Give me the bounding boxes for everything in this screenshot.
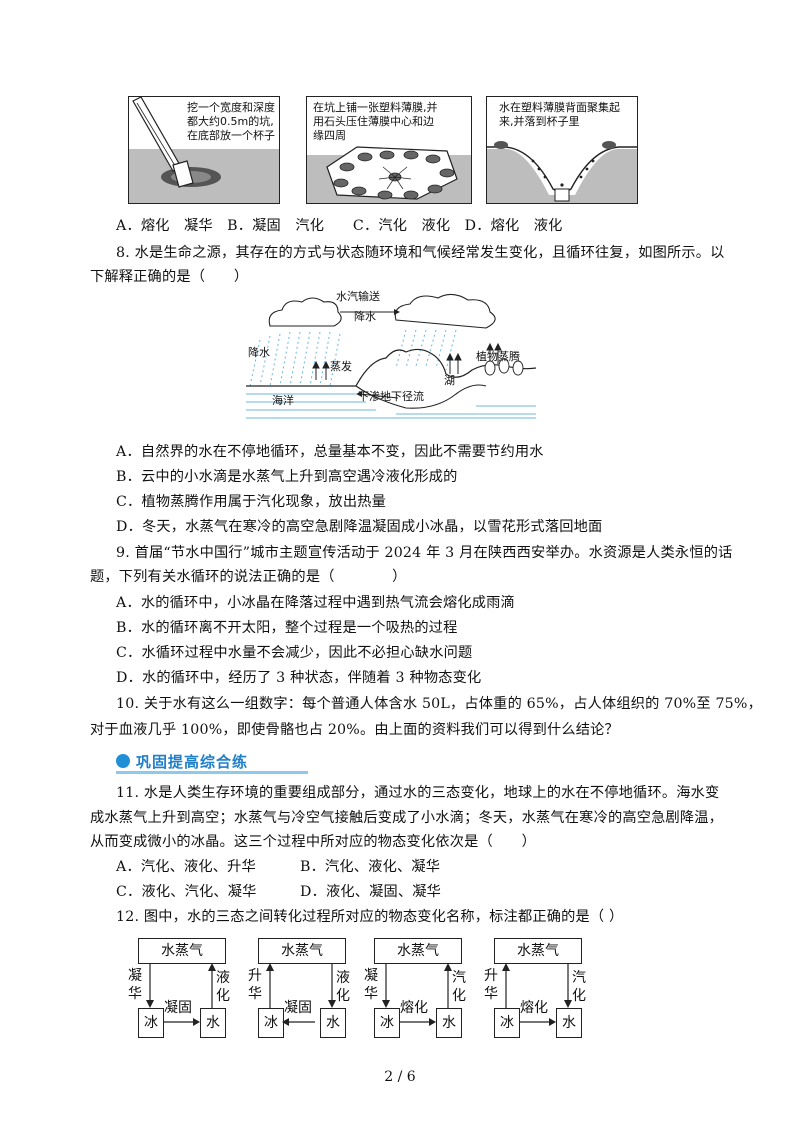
label-precipitation-left: 降水 — [248, 346, 270, 359]
label-evaporation: 蒸发 — [330, 360, 352, 373]
q11-option-a: A．汽化、液化、升华 — [116, 859, 256, 875]
left-label-top: 凝 — [364, 968, 378, 984]
fig7-panel3-line2: 来,并落到杯子里 — [499, 115, 580, 128]
q10-line2: 对于血液几乎 100%，即使骨骼也占 20%。由上面的资料我们可以得到什么结论？ — [90, 722, 619, 738]
label-lake: 湖 — [444, 374, 455, 387]
diagram-a-arrows — [146, 963, 216, 1026]
diagram-d-arrows — [502, 963, 572, 1026]
vapor-box: 水蒸气 — [258, 938, 346, 964]
fig7-panel2-line1: 在坑上铺一张塑料薄膜,并 — [313, 101, 438, 114]
section-underline — [116, 771, 308, 774]
q8-option-a: A．自然界的水在不停地循环，总量基本不变，因此不需要节约用水 — [116, 444, 544, 460]
right-label-bottom: 化 — [216, 988, 230, 1004]
q8-stem-line2: 下解释正确的是（ ） — [90, 269, 249, 285]
q11-option-c: C．液化、汽化、凝华 — [116, 884, 257, 900]
q8-stem-line1: 8. 水是生命之源，其存在的方式与状态随环境和气候经常发生变化，且循环往复，如图… — [116, 245, 725, 261]
q7-options: A．熔化 凝华 B．凝固 汽化 C．汽化 液化 D．熔化 液化 — [116, 218, 563, 234]
page-number: 2 / 6 — [384, 1069, 416, 1085]
q12-stem: 12. 图中，水的三态之间转化过程所对应的物态变化名称，标注都正确的是（ ） — [116, 909, 624, 925]
section-title: 巩固提高综合练 — [136, 752, 249, 771]
fig7-panel-cover: 在坑上铺一张塑料薄膜,并 用石头压住薄膜中心和边 缘四周 — [306, 96, 472, 204]
right-label-top: 汽 — [572, 970, 586, 986]
water-cycle-drawing — [246, 293, 536, 419]
vapor-box: 水蒸气 — [374, 938, 462, 964]
fig7-panel-dig: 挖一个宽度和深度 都大约0.5m的坑, 在底部放一个杯子 — [128, 96, 280, 204]
ice-box: 冰 — [138, 1008, 164, 1038]
vapor-box: 水蒸气 — [138, 938, 226, 964]
right-label-top: 液 — [336, 970, 350, 986]
right-label-bottom: 化 — [336, 988, 350, 1004]
section-heading: 巩固提高综合练 — [116, 748, 248, 774]
label-precipitation-top: 降水 — [354, 310, 376, 323]
fig7-panel2-line2: 用石头压住薄膜中心和边 — [313, 115, 434, 128]
q9-option-b: B．水的循环离不开太阳，整个过程是一个吸热的过程 — [116, 620, 458, 636]
right-label-bottom: 化 — [572, 988, 586, 1004]
fig7-panel1-line3: 在底部放一个杯子 — [187, 129, 275, 142]
right-label-top: 液 — [216, 970, 230, 986]
q10-line1: 10. 关于水有这么一组数字：每个普通人体含水 50L，占体重的 65%，占人体… — [116, 696, 762, 712]
q11-line3: 从而变成微小的冰晶。这三个过程中所对应的物态变化依次是（ ） — [90, 834, 537, 850]
q12-diagram-a: 水蒸气 冰 水 凝 华 液 化 凝固 — [128, 938, 266, 1048]
dig-illustration — [129, 97, 279, 203]
diagram-c-arrows — [382, 963, 452, 1026]
ice-box: 冰 — [258, 1008, 284, 1038]
fig7-panel2-line3: 缘四周 — [313, 129, 346, 142]
label-ocean: 海洋 — [272, 394, 294, 407]
bottom-label: 熔化 — [400, 1000, 428, 1016]
q12-diagram-d: 水蒸气 冰 水 升 华 汽 化 熔化 — [484, 938, 622, 1048]
left-label-top: 凝 — [128, 968, 142, 984]
fig7-panel1-line2: 都大约0.5m的坑, — [187, 115, 274, 128]
q12-diagram-b: 水蒸气 冰 水 升 华 液 化 凝固 — [248, 938, 386, 1048]
section-bullet-icon — [116, 754, 130, 768]
left-label-bottom: 华 — [364, 986, 378, 1002]
q12-diagram-c: 水蒸气 冰 水 凝 华 汽 化 熔化 — [364, 938, 502, 1048]
diagram-b-arrows — [266, 963, 336, 1026]
left-label-bottom: 华 — [248, 986, 262, 1002]
left-label-top: 升 — [484, 968, 498, 984]
q9-stem-line2: 题，下列有关水循环的说法正确的是（ ） — [90, 569, 407, 585]
q8-option-c: C．植物蒸腾作用属于汽化现象，放出热量 — [116, 494, 387, 510]
cover-illustration — [307, 146, 471, 203]
q11-option-d: D．液化、凝固、凝华 — [300, 884, 442, 900]
right-label-top: 汽 — [452, 970, 466, 986]
q9-option-d: D．水的循环中，经历了 3 种状态，伴随着 3 种物态变化 — [116, 670, 482, 686]
left-label-bottom: 华 — [484, 986, 498, 1002]
label-runoff: 下渗地下径流 — [358, 390, 424, 403]
q8-option-b: B．云中的小水滴是水蒸气上升到高空遇冷液化形成的 — [116, 469, 458, 485]
q9-stem-line1: 9. 首届“节水中国行”城市主题宣传活动于 2024 年 3 月在陕西西安举办。… — [116, 545, 733, 561]
bottom-label: 熔化 — [520, 1000, 548, 1016]
water-box: 水 — [200, 1008, 226, 1038]
fig7-panel1-line1: 挖一个宽度和深度 — [187, 101, 275, 114]
water-box: 水 — [556, 1008, 582, 1038]
left-label-top: 升 — [248, 968, 262, 984]
fig7-panel-collect: 水在塑料薄膜背面聚集起 来,并落到杯子里 — [486, 96, 638, 204]
label-transpiration: 植物蒸腾 — [476, 350, 520, 363]
q9-option-a: A．水的循环中，小冰晶在降落过程中遇到热气流会熔化成雨滴 — [116, 595, 515, 611]
bottom-label: 凝固 — [164, 1000, 192, 1016]
q9-option-c: C．水循环过程中水量不会减少，因此不必担心缺水问题 — [116, 645, 473, 661]
water-box: 水 — [320, 1008, 346, 1038]
left-label-bottom: 华 — [128, 986, 142, 1002]
fig7-panel3-line1: 水在塑料薄膜背面聚集起 — [499, 101, 620, 114]
water-cycle-figure: 水汽输送 降水 降水 蒸发 植物蒸腾 湖 海洋 下渗地下径流 — [246, 290, 536, 430]
water-box: 水 — [436, 1008, 462, 1038]
q11-line2: 成水蒸气上升到高空；水蒸气与冷空气接触后变成了小水滴；冬天，水蒸气在寒冷的高空急… — [90, 810, 724, 826]
q11-line1: 11. 水是人类生存环境的重要组成部分，通过水的三态变化，地球上的水在不停地循环… — [116, 785, 720, 801]
bottom-label: 凝固 — [284, 1000, 312, 1016]
ice-box: 冰 — [374, 1008, 400, 1038]
collect-illustration — [487, 141, 637, 203]
right-label-bottom: 化 — [452, 988, 466, 1004]
label-water-vapor-transport: 水汽输送 — [336, 290, 380, 303]
q8-option-d: D．冬天，水蒸气在寒冷的高空急剧降温凝固成小冰晶，以雪花形式落回地面 — [116, 519, 603, 535]
q11-option-b: B．汽化、液化、凝华 — [300, 859, 441, 875]
ice-box: 冰 — [494, 1008, 520, 1038]
vapor-box: 水蒸气 — [494, 938, 582, 964]
